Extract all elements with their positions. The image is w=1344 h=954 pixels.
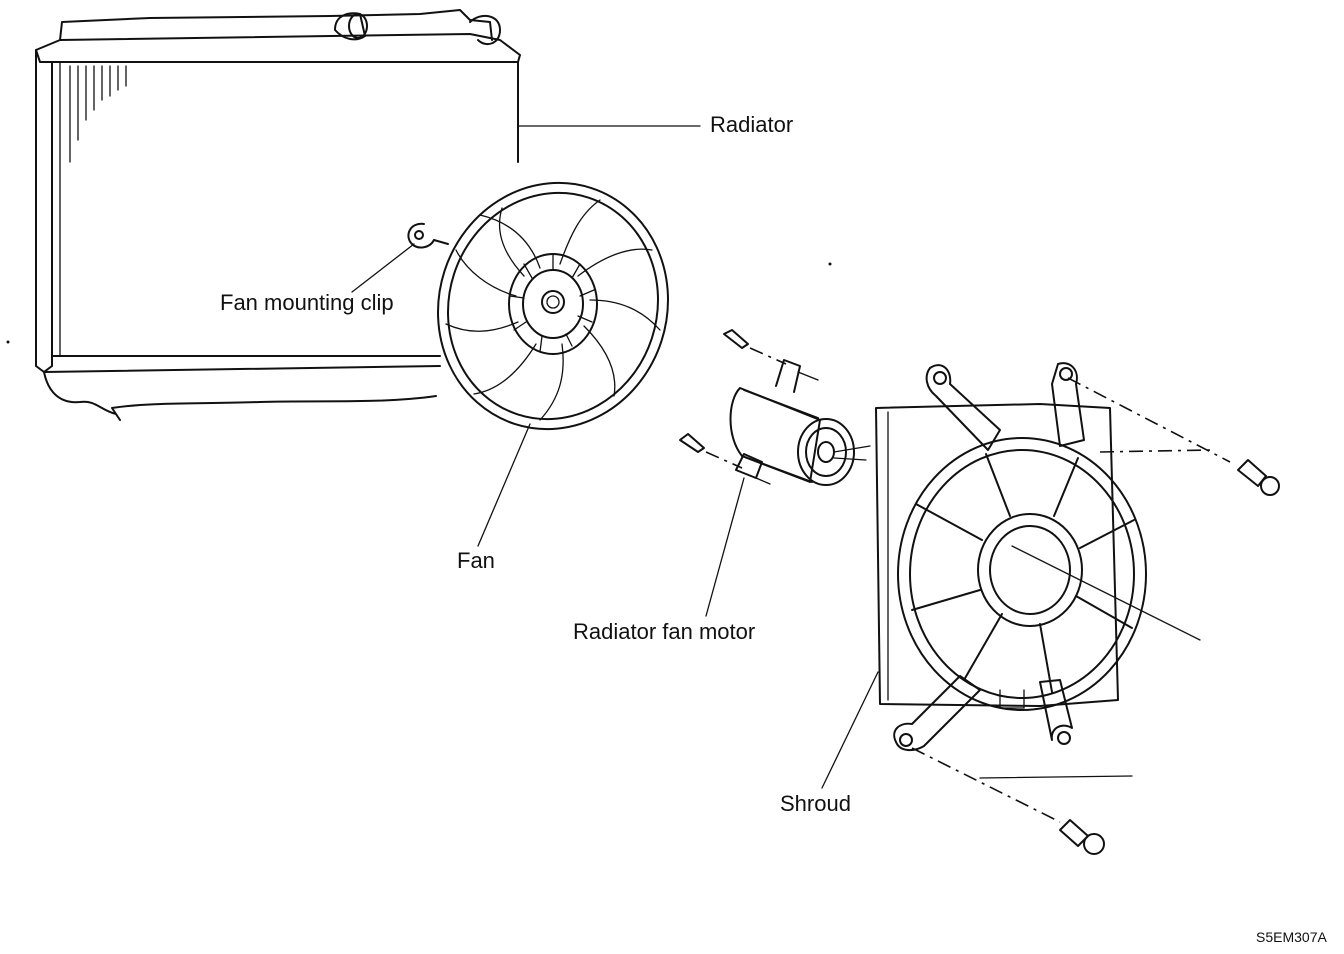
shroud-upper-bolt-line	[1067, 377, 1231, 463]
motor-screw-upper	[723, 329, 787, 365]
fan-mounting-clip	[407, 222, 449, 249]
figure-code: S5EM307A	[1256, 929, 1327, 945]
radiator-fan-motor	[729, 359, 871, 486]
shroud-leader	[821, 671, 879, 789]
shroud-bolt-lower	[1059, 819, 1105, 855]
radiator-label: Radiator	[710, 112, 794, 137]
radiator	[35, 9, 521, 421]
radiator-fan-motor-label: Radiator fan motor	[573, 619, 756, 644]
fan-mounting-clip-label: Fan mounting clip	[220, 290, 394, 315]
fan	[437, 181, 669, 431]
fan-label: Fan	[457, 548, 495, 573]
shroud-bolt-upper	[1237, 459, 1280, 496]
shroud-centerline	[1011, 545, 1201, 641]
fan-leader	[477, 423, 531, 547]
shroud-lower-bolt-line	[911, 747, 1061, 823]
radiator-fan-motor-leader	[705, 477, 745, 617]
shroud	[875, 362, 1147, 752]
motor-screw-lower	[679, 433, 771, 485]
shroud-label: Shroud	[780, 791, 851, 816]
fan-mounting-clip-leader	[351, 243, 415, 293]
